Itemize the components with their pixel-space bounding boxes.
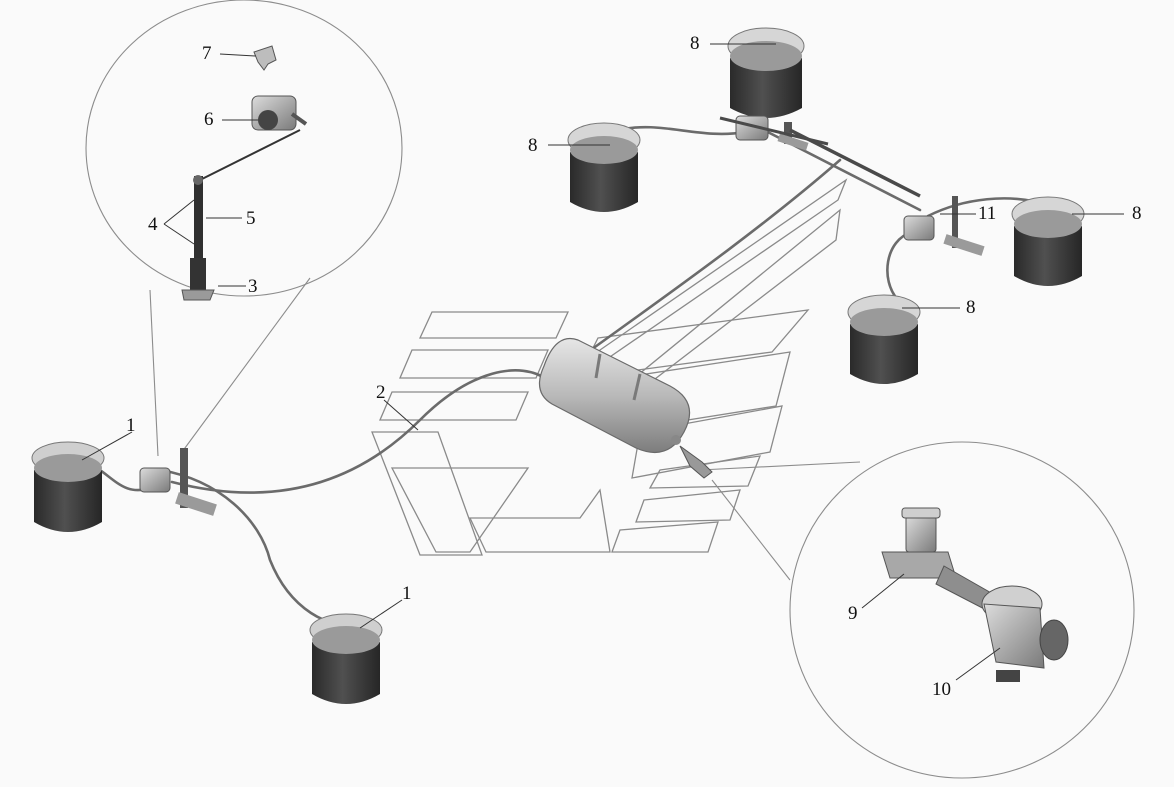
callout-7: 7 bbox=[202, 43, 212, 64]
air-spring-rear-1 bbox=[727, 27, 805, 118]
part-5-rod bbox=[193, 175, 203, 258]
callout-8-left: 8 bbox=[528, 135, 538, 156]
air-spring-rear-2 bbox=[567, 122, 641, 212]
callout-5: 5 bbox=[246, 208, 256, 229]
callout-8-lower: 8 bbox=[966, 297, 976, 318]
callout-9: 9 bbox=[848, 603, 858, 624]
drain-valve-exploded bbox=[881, 507, 1069, 682]
height-valve-exploded bbox=[181, 45, 308, 301]
callout-8-right: 8 bbox=[1132, 203, 1142, 224]
callout-11: 11 bbox=[978, 203, 997, 224]
callout-8-top: 8 bbox=[690, 33, 700, 54]
air-spring-rear-4 bbox=[847, 294, 921, 384]
callout-2: 2 bbox=[376, 382, 386, 403]
part-6-valve-body bbox=[251, 95, 308, 131]
air-spring-bellows bbox=[31, 27, 1085, 704]
part-3-mount bbox=[181, 258, 215, 301]
height-valve-rear-2 bbox=[903, 196, 985, 256]
air-spring-front-left bbox=[31, 441, 105, 532]
air-reservoir bbox=[538, 338, 691, 453]
callout-6: 6 bbox=[204, 109, 214, 130]
callout-4: 4 bbox=[148, 214, 158, 235]
callout-1-front-left: 1 bbox=[126, 415, 136, 436]
part-9-pressure-valve bbox=[881, 507, 1001, 615]
height-valve-detail-circle bbox=[85, 0, 403, 297]
air-spring-rear-3 bbox=[1011, 196, 1085, 286]
callout-10: 10 bbox=[932, 679, 951, 700]
drain-valve-detail-circle bbox=[789, 441, 1135, 779]
leader-lines bbox=[81, 43, 1124, 681]
part-10-filter bbox=[981, 585, 1069, 682]
height-valve-front bbox=[139, 448, 217, 516]
detail-circles bbox=[85, 0, 1135, 779]
part-7-bracket bbox=[253, 45, 277, 71]
callout-3: 3 bbox=[248, 276, 258, 297]
air-spring-front-right bbox=[309, 613, 383, 704]
drain-valve-small bbox=[679, 445, 713, 479]
callout-1-front-right: 1 bbox=[402, 583, 412, 604]
